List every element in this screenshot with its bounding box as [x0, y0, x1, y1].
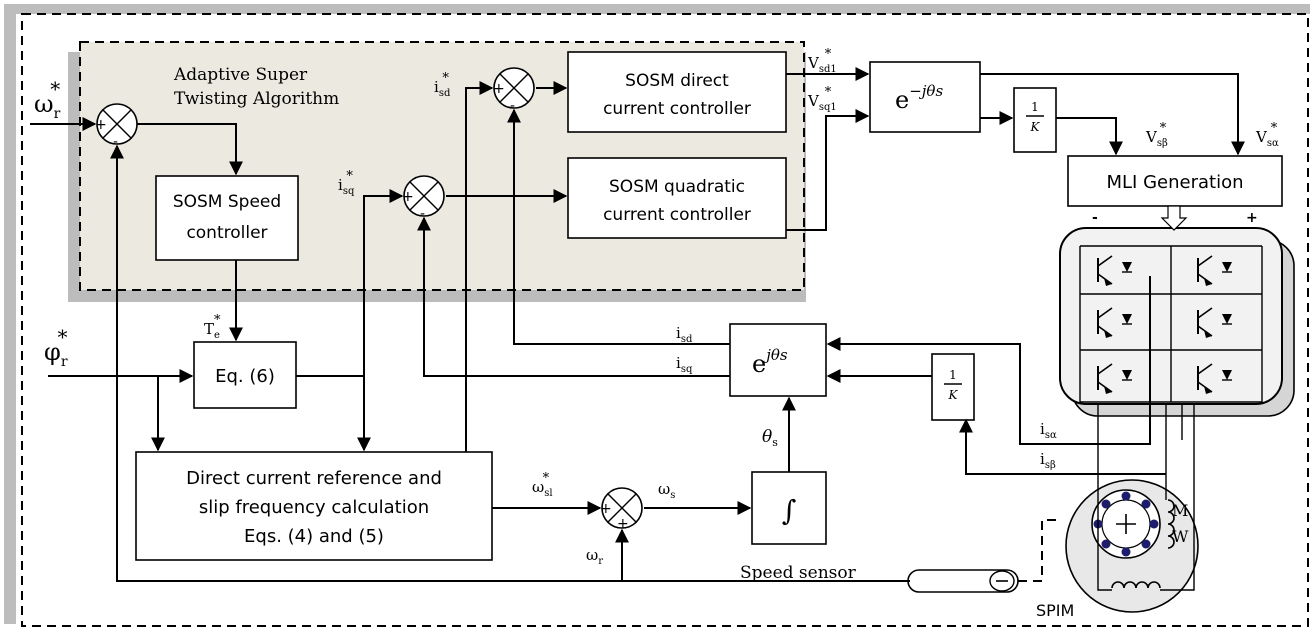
outer-shadow-left	[4, 4, 16, 624]
theta-s-label: θs	[762, 427, 778, 449]
vsbeta-star-label: Vsβ*	[1145, 121, 1168, 149]
isd-label: isd	[676, 324, 693, 345]
region-label-line2: Twisting Algorithm	[174, 89, 339, 109]
direct-current-controller-block: SOSM direct current controller	[567, 51, 787, 133]
park-block: ejθs	[729, 323, 827, 397]
gain-to-vbeta	[1056, 117, 1123, 156]
igbt-switch	[1197, 363, 1232, 394]
igbt-switch	[1097, 307, 1132, 338]
isd-feedback-line	[507, 108, 730, 345]
svg-text:e−jθs: e−jθs	[895, 82, 943, 114]
isq-star-label: isq*	[338, 169, 355, 197]
inverter-bridge	[1059, 227, 1295, 417]
mli-to-inverter-arrow	[1160, 205, 1188, 231]
sum-junction-slip: + +	[600, 487, 643, 532]
svg-text:MLI Generation: MLI Generation	[1106, 172, 1243, 193]
omega-s-label: ωs	[658, 480, 675, 501]
svg-text:-: -	[510, 98, 515, 114]
sum-junction-speed: + -	[95, 103, 138, 150]
outer-shadow-top	[14, 4, 1310, 14]
omega-r-feedback-label: ωr	[586, 546, 603, 567]
motor-spim	[1065, 479, 1199, 613]
speed-error-line	[137, 123, 243, 176]
svg-text:Eqs. (4) and (5): Eqs. (4) and (5)	[244, 526, 384, 547]
svg-text:+: +	[617, 516, 629, 532]
svg-text:-: -	[420, 206, 425, 222]
motor-label-w: W	[1172, 527, 1189, 546]
svg-text:+: +	[493, 81, 505, 97]
svg-text:+: +	[95, 117, 107, 133]
svg-text:+: +	[600, 501, 612, 517]
igbt-switch	[1097, 255, 1132, 286]
speed-sensor-label: Speed sensor	[740, 563, 857, 583]
svg-text:controller: controller	[186, 223, 267, 243]
svg-text:slip frequency calculation: slip frequency calculation	[199, 497, 429, 518]
omega-sl-star-label: ωsl*	[532, 471, 553, 499]
dc-minus-label: -	[1092, 210, 1098, 226]
outer-dashed-frame	[21, 13, 1309, 627]
gain-block-top: 1 K	[1013, 87, 1057, 153]
speed-sensor	[907, 569, 1019, 593]
svg-text:-: -	[113, 134, 118, 150]
svg-text:1: 1	[1031, 100, 1039, 114]
svg-text:K: K	[1030, 120, 1041, 134]
svg-text:ejθs: ejθs	[752, 346, 788, 378]
inverse-park-block: e−jθs	[869, 61, 981, 133]
i-beta-line	[959, 418, 1166, 475]
speed-feedback-line	[110, 144, 910, 582]
isq-ref-line	[363, 189, 404, 376]
vsq1-star-label: Vsq1*	[807, 85, 837, 113]
svg-text:1: 1	[949, 368, 957, 382]
svg-text:current controller: current controller	[603, 205, 751, 225]
svg-text:SOSM quadratic: SOSM quadratic	[609, 177, 745, 197]
isbeta-label: isβ	[1040, 450, 1056, 471]
vsd1-star-label: Vsd1*	[807, 47, 837, 75]
i-alpha-line	[826, 276, 1151, 445]
region-label-line1: Adaptive Super	[173, 65, 308, 85]
svg-text:current controller: current controller	[603, 99, 751, 119]
quadratic-current-controller-block: SOSM quadratic current controller	[567, 157, 787, 239]
isq-feedback-line	[417, 216, 730, 377]
inv-park-to-valpha	[980, 73, 1245, 156]
igbt-switch	[1097, 363, 1132, 394]
svg-text:K: K	[948, 388, 959, 402]
isd-star-label: isd*	[434, 71, 451, 99]
svg-text:Direct current reference and: Direct current reference and	[186, 468, 442, 489]
svg-text:∫: ∫	[782, 494, 797, 527]
dc-plus-label: +	[1246, 210, 1258, 226]
isalpha-label: isα	[1040, 420, 1057, 441]
te-star-label: Te*	[204, 313, 221, 341]
motor-label-m: M	[1172, 501, 1188, 520]
vsq1-line	[786, 109, 870, 231]
isd-ref-line	[465, 81, 494, 452]
vsalpha-star-label: Vsα*	[1255, 121, 1279, 149]
phi-r-star-label: φr*	[44, 325, 68, 370]
eq6-block: Eq. (6)	[193, 341, 297, 409]
sensor-shaft-dashed	[1018, 519, 1058, 582]
spim-label: SPIM	[1036, 601, 1074, 620]
svg-text:SOSM Speed: SOSM Speed	[173, 192, 281, 212]
mli-generation-block: MLI Generation	[1067, 155, 1283, 207]
omega-r-star-label: ωr*	[34, 77, 61, 122]
igbt-switch	[1197, 255, 1232, 286]
sum-junction-isd: + -	[493, 67, 535, 114]
phase-wire-a	[1097, 404, 1112, 591]
gain-block-bottom: 1 K	[931, 353, 975, 421]
speed-controller-block: SOSM Speed controller	[155, 175, 299, 261]
svg-text:+: +	[402, 189, 414, 205]
sum-junction-isq: + -	[402, 175, 445, 222]
isq-label: isq	[676, 354, 693, 375]
svg-text:Eq. (6): Eq. (6)	[215, 366, 275, 387]
igbt-switch	[1197, 307, 1232, 338]
phase-wire-c	[1160, 404, 1195, 591]
svg-text:SOSM direct: SOSM direct	[625, 71, 729, 91]
direct-current-reference-block: Direct current reference and slip freque…	[135, 451, 493, 561]
eq6-output-line	[296, 375, 371, 452]
integrator-block: ∫	[751, 471, 827, 545]
